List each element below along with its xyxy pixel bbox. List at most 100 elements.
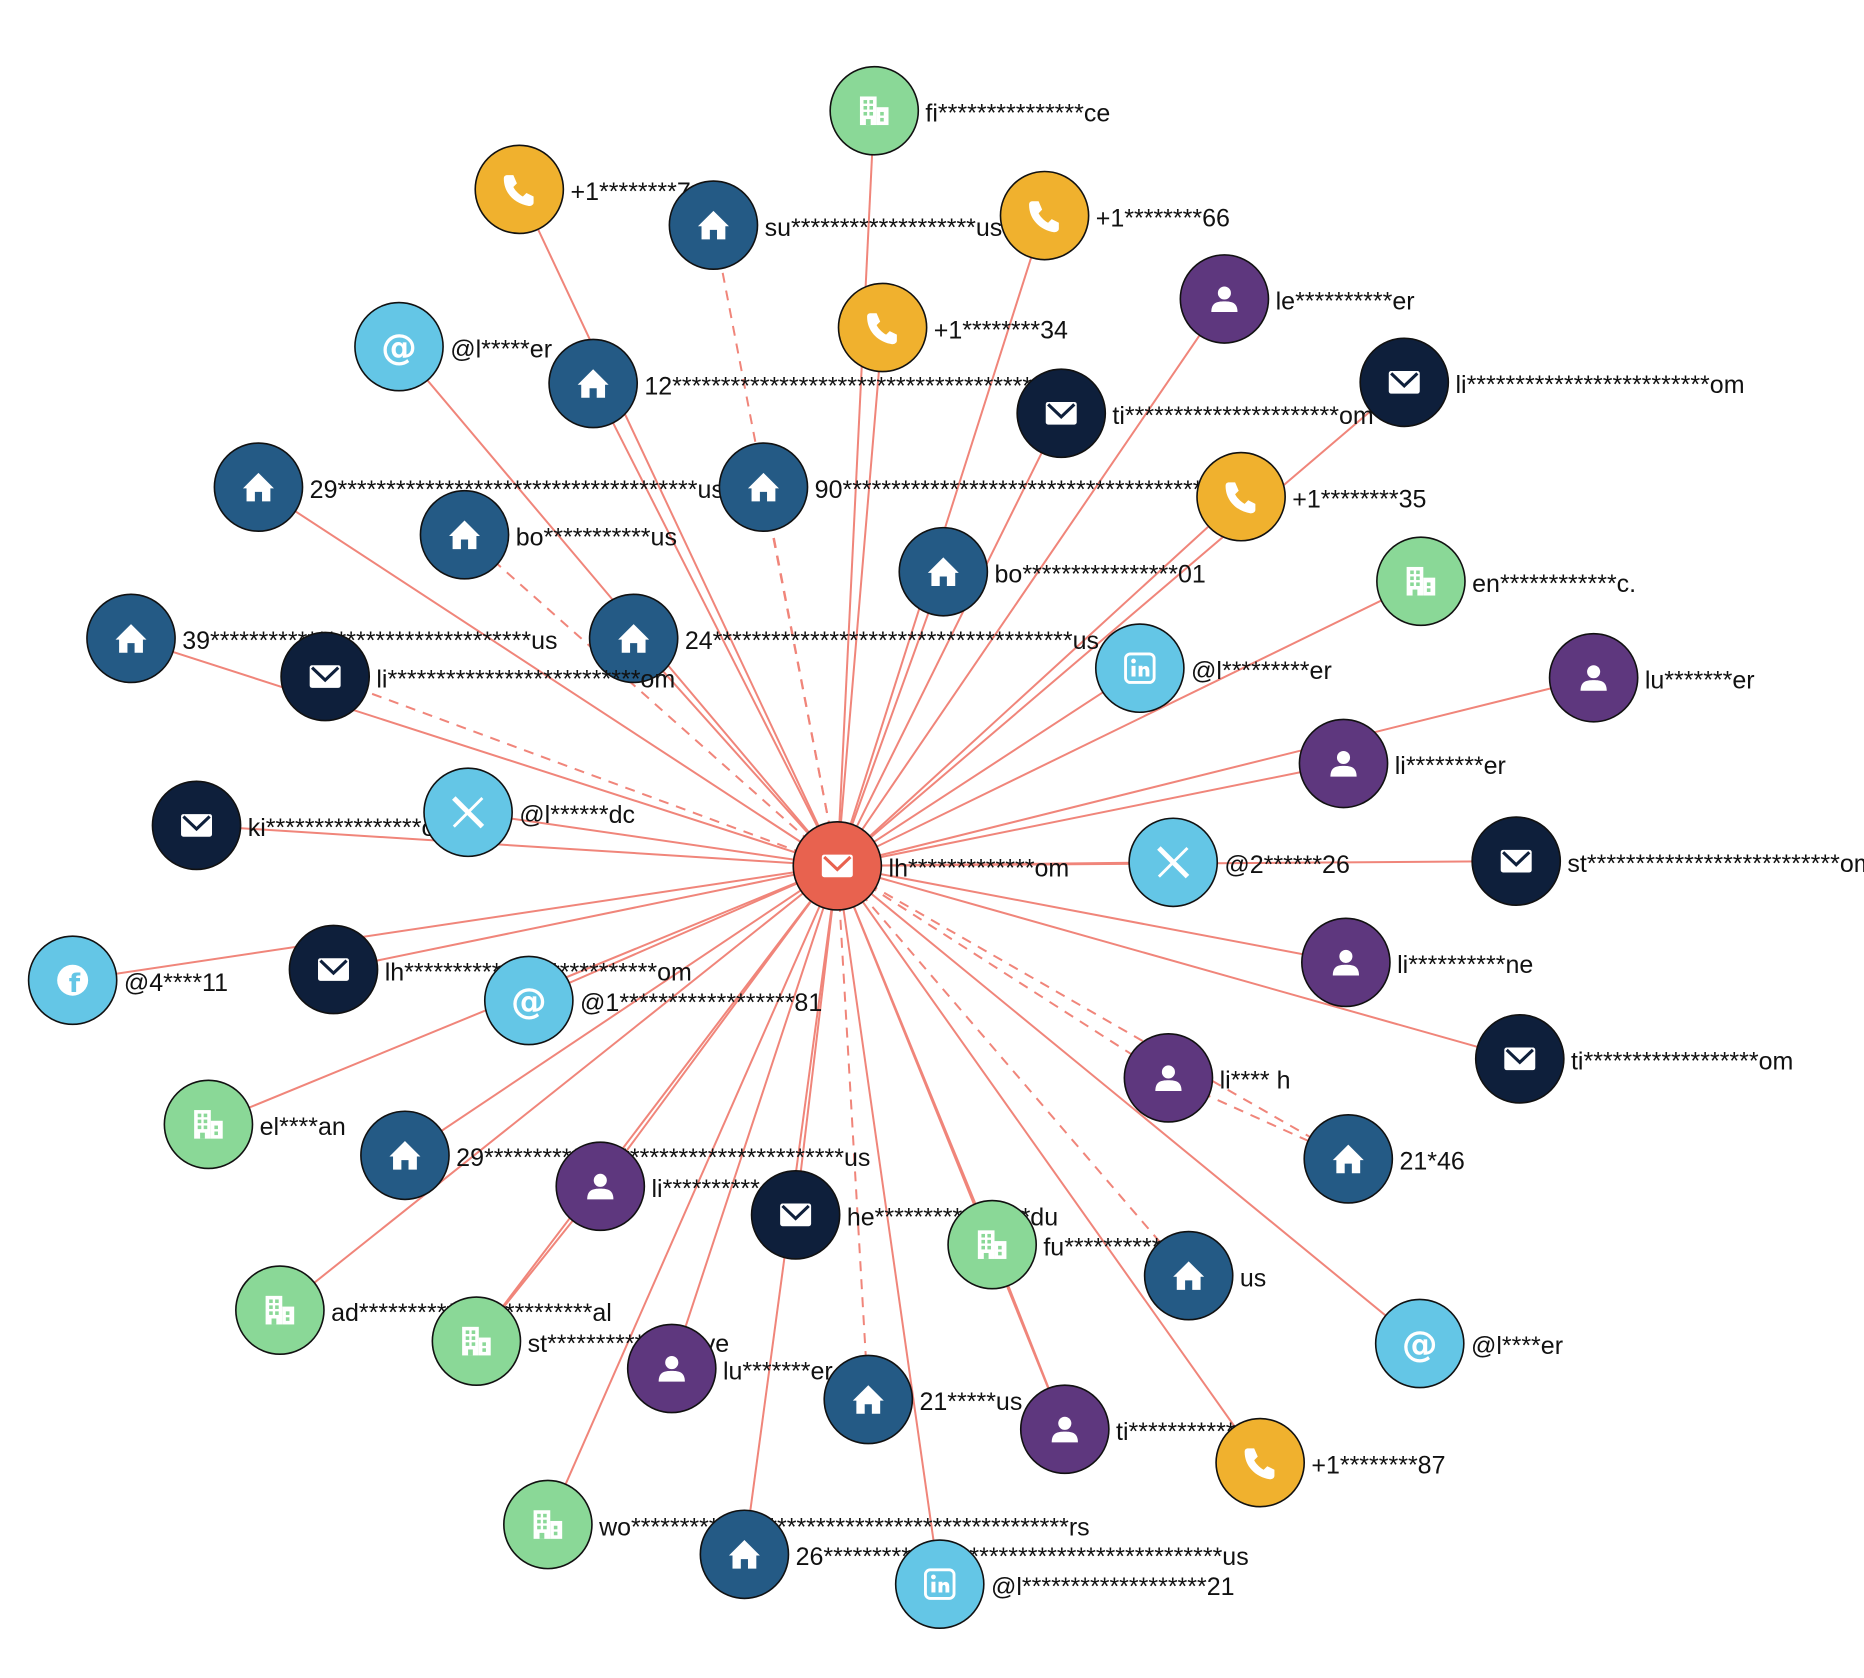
node-address[interactable]: 21*****us [823, 1354, 1022, 1445]
node-email[interactable]: st**************************om [1471, 816, 1864, 907]
at-sign-icon: @ [381, 327, 417, 368]
linkedin-icon [1124, 652, 1156, 684]
edge-center-n15 [836, 571, 945, 867]
edge-center-n14 [463, 534, 838, 867]
edge-center-n31 [837, 864, 1521, 1060]
node-email[interactable]: li**************************om [280, 631, 675, 722]
node-email[interactable]: he****************du [750, 1170, 1059, 1260]
node-person[interactable]: li**********ne [1301, 917, 1534, 1008]
edge-center-n46 [836, 865, 1261, 1464]
phone-node-circle [1196, 451, 1286, 542]
node-company[interactable]: el****an [163, 1079, 346, 1170]
node-company[interactable]: en************c. [1376, 536, 1636, 627]
node-x[interactable]: @2******26 [1128, 817, 1350, 908]
node-address[interactable]: bo****************01 [898, 526, 1206, 617]
node-linkedin[interactable]: @l*******************21 [894, 1539, 1235, 1629]
phone-node-circle [837, 282, 928, 373]
node-person[interactable]: li**** h [1123, 1033, 1291, 1123]
node-at[interactable]: @ @l*****er [354, 301, 552, 392]
node-address[interactable]: 29*************************************u… [213, 442, 724, 533]
envelope-icon [309, 665, 341, 688]
person-icon [1580, 665, 1607, 691]
node-phone[interactable]: +1********34 [837, 282, 1069, 373]
edges-layer [72, 110, 1594, 1585]
edge-center-n16 [836, 580, 1422, 867]
node-label: fi***************ce [925, 99, 1110, 127]
x-logo-icon [452, 796, 485, 829]
node-person[interactable]: le**********er [1179, 254, 1415, 344]
node-label: @2******26 [1224, 851, 1349, 879]
node-label: lh*************om [889, 855, 1070, 883]
node-at[interactable]: @@l****er [1374, 1298, 1563, 1389]
node-facebook[interactable]: f@4****11 [27, 935, 228, 1026]
node-person[interactable]: lu*******er [1548, 632, 1755, 723]
edge-center-n9 [836, 412, 1063, 867]
edge-center-n1 [836, 110, 876, 866]
house-icon [115, 624, 147, 653]
node-email[interactable]: ti******************om [1474, 1013, 1794, 1104]
node-at[interactable]: @ @1******************81 [483, 955, 823, 1046]
node-email[interactable]: ki****************om [151, 780, 456, 871]
building-icon [977, 1230, 1007, 1259]
node-linkedin[interactable]: @l*********er [1094, 623, 1332, 714]
edge-center-n20 [836, 667, 1141, 867]
node-address[interactable]: 39*********************************us [86, 593, 558, 684]
person-icon [658, 1356, 685, 1382]
node-email[interactable]: ti**********************om [1016, 368, 1374, 459]
node-phone[interactable]: +1********74 [474, 144, 705, 235]
edge-center-n8 [592, 383, 839, 867]
edge-center-n10 [836, 381, 1405, 867]
node-label: 12*************************************u… [644, 372, 1058, 400]
node-phone[interactable]: +1********35 [1196, 451, 1426, 542]
edge-center-n45 [836, 865, 1421, 1345]
node-address[interactable]: us [1143, 1230, 1267, 1321]
node-person[interactable]: ti************ne [1019, 1384, 1273, 1475]
edge-center-n11 [257, 486, 838, 867]
node-label: ti**********************om [1112, 402, 1373, 430]
edge-center-n35 [404, 865, 838, 1157]
node-person[interactable]: lu*******er [626, 1323, 833, 1414]
edge-center-n34 [836, 865, 1349, 1160]
node-person[interactable]: li**********er [555, 1141, 782, 1232]
house-icon [1173, 1261, 1205, 1290]
node-phone[interactable]: +1********87 [1215, 1417, 1446, 1508]
edge-center-n21 [837, 676, 1594, 867]
node-email[interactable]: li*************************om [1359, 337, 1745, 428]
node-address[interactable]: 12*************************************u… [548, 338, 1059, 429]
node-address[interactable]: bo***********us [419, 489, 677, 580]
node-label: @l****er [1471, 1332, 1563, 1360]
node-address[interactable]: su*******************us [668, 180, 1002, 270]
svg-text:@: @ [511, 981, 547, 1022]
at-node-circle [1374, 1298, 1465, 1389]
building-icon [533, 1510, 563, 1539]
edge-center-n47 [546, 865, 839, 1525]
envelope-icon [181, 814, 213, 837]
node-company[interactable]: fu************c. [947, 1199, 1200, 1290]
node-label: li*************************om [1455, 371, 1744, 399]
node-address[interactable]: 90**************************************… [718, 442, 1258, 533]
node-label: @1******************81 [580, 989, 822, 1017]
house-icon [927, 557, 959, 586]
house-icon [577, 369, 609, 398]
node-phone[interactable]: +1********66 [999, 170, 1230, 261]
node-company[interactable]: wo**************************************… [503, 1479, 1090, 1570]
node-person[interactable]: li********er [1298, 718, 1506, 809]
node-x[interactable]: @l******dc [423, 767, 635, 858]
node-label: @l*********er [1191, 657, 1332, 685]
nodes-layer: fi***************ce +1********74su*******… [27, 65, 1864, 1629]
person-icon [587, 1173, 614, 1200]
node-address[interactable]: 26**************************************… [699, 1509, 1249, 1600]
node-company[interactable]: fi***************ce [829, 65, 1110, 156]
center-node[interactable]: lh*************om [792, 821, 1070, 911]
node-label: @l*******************21 [991, 1573, 1235, 1601]
envelope-icon [1388, 371, 1420, 394]
node-label: @l*****er [450, 335, 552, 363]
node-address[interactable]: 24*************************************u… [588, 593, 1099, 684]
node-address[interactable]: 21*46 [1303, 1114, 1465, 1204]
node-label: ki****************om [248, 814, 456, 842]
edge-center-n29 [528, 864, 838, 1002]
node-address[interactable]: 29*************************************u… [360, 1110, 870, 1201]
edge-center-n23 [196, 824, 838, 867]
node-label: 90**************************************… [815, 476, 1258, 504]
